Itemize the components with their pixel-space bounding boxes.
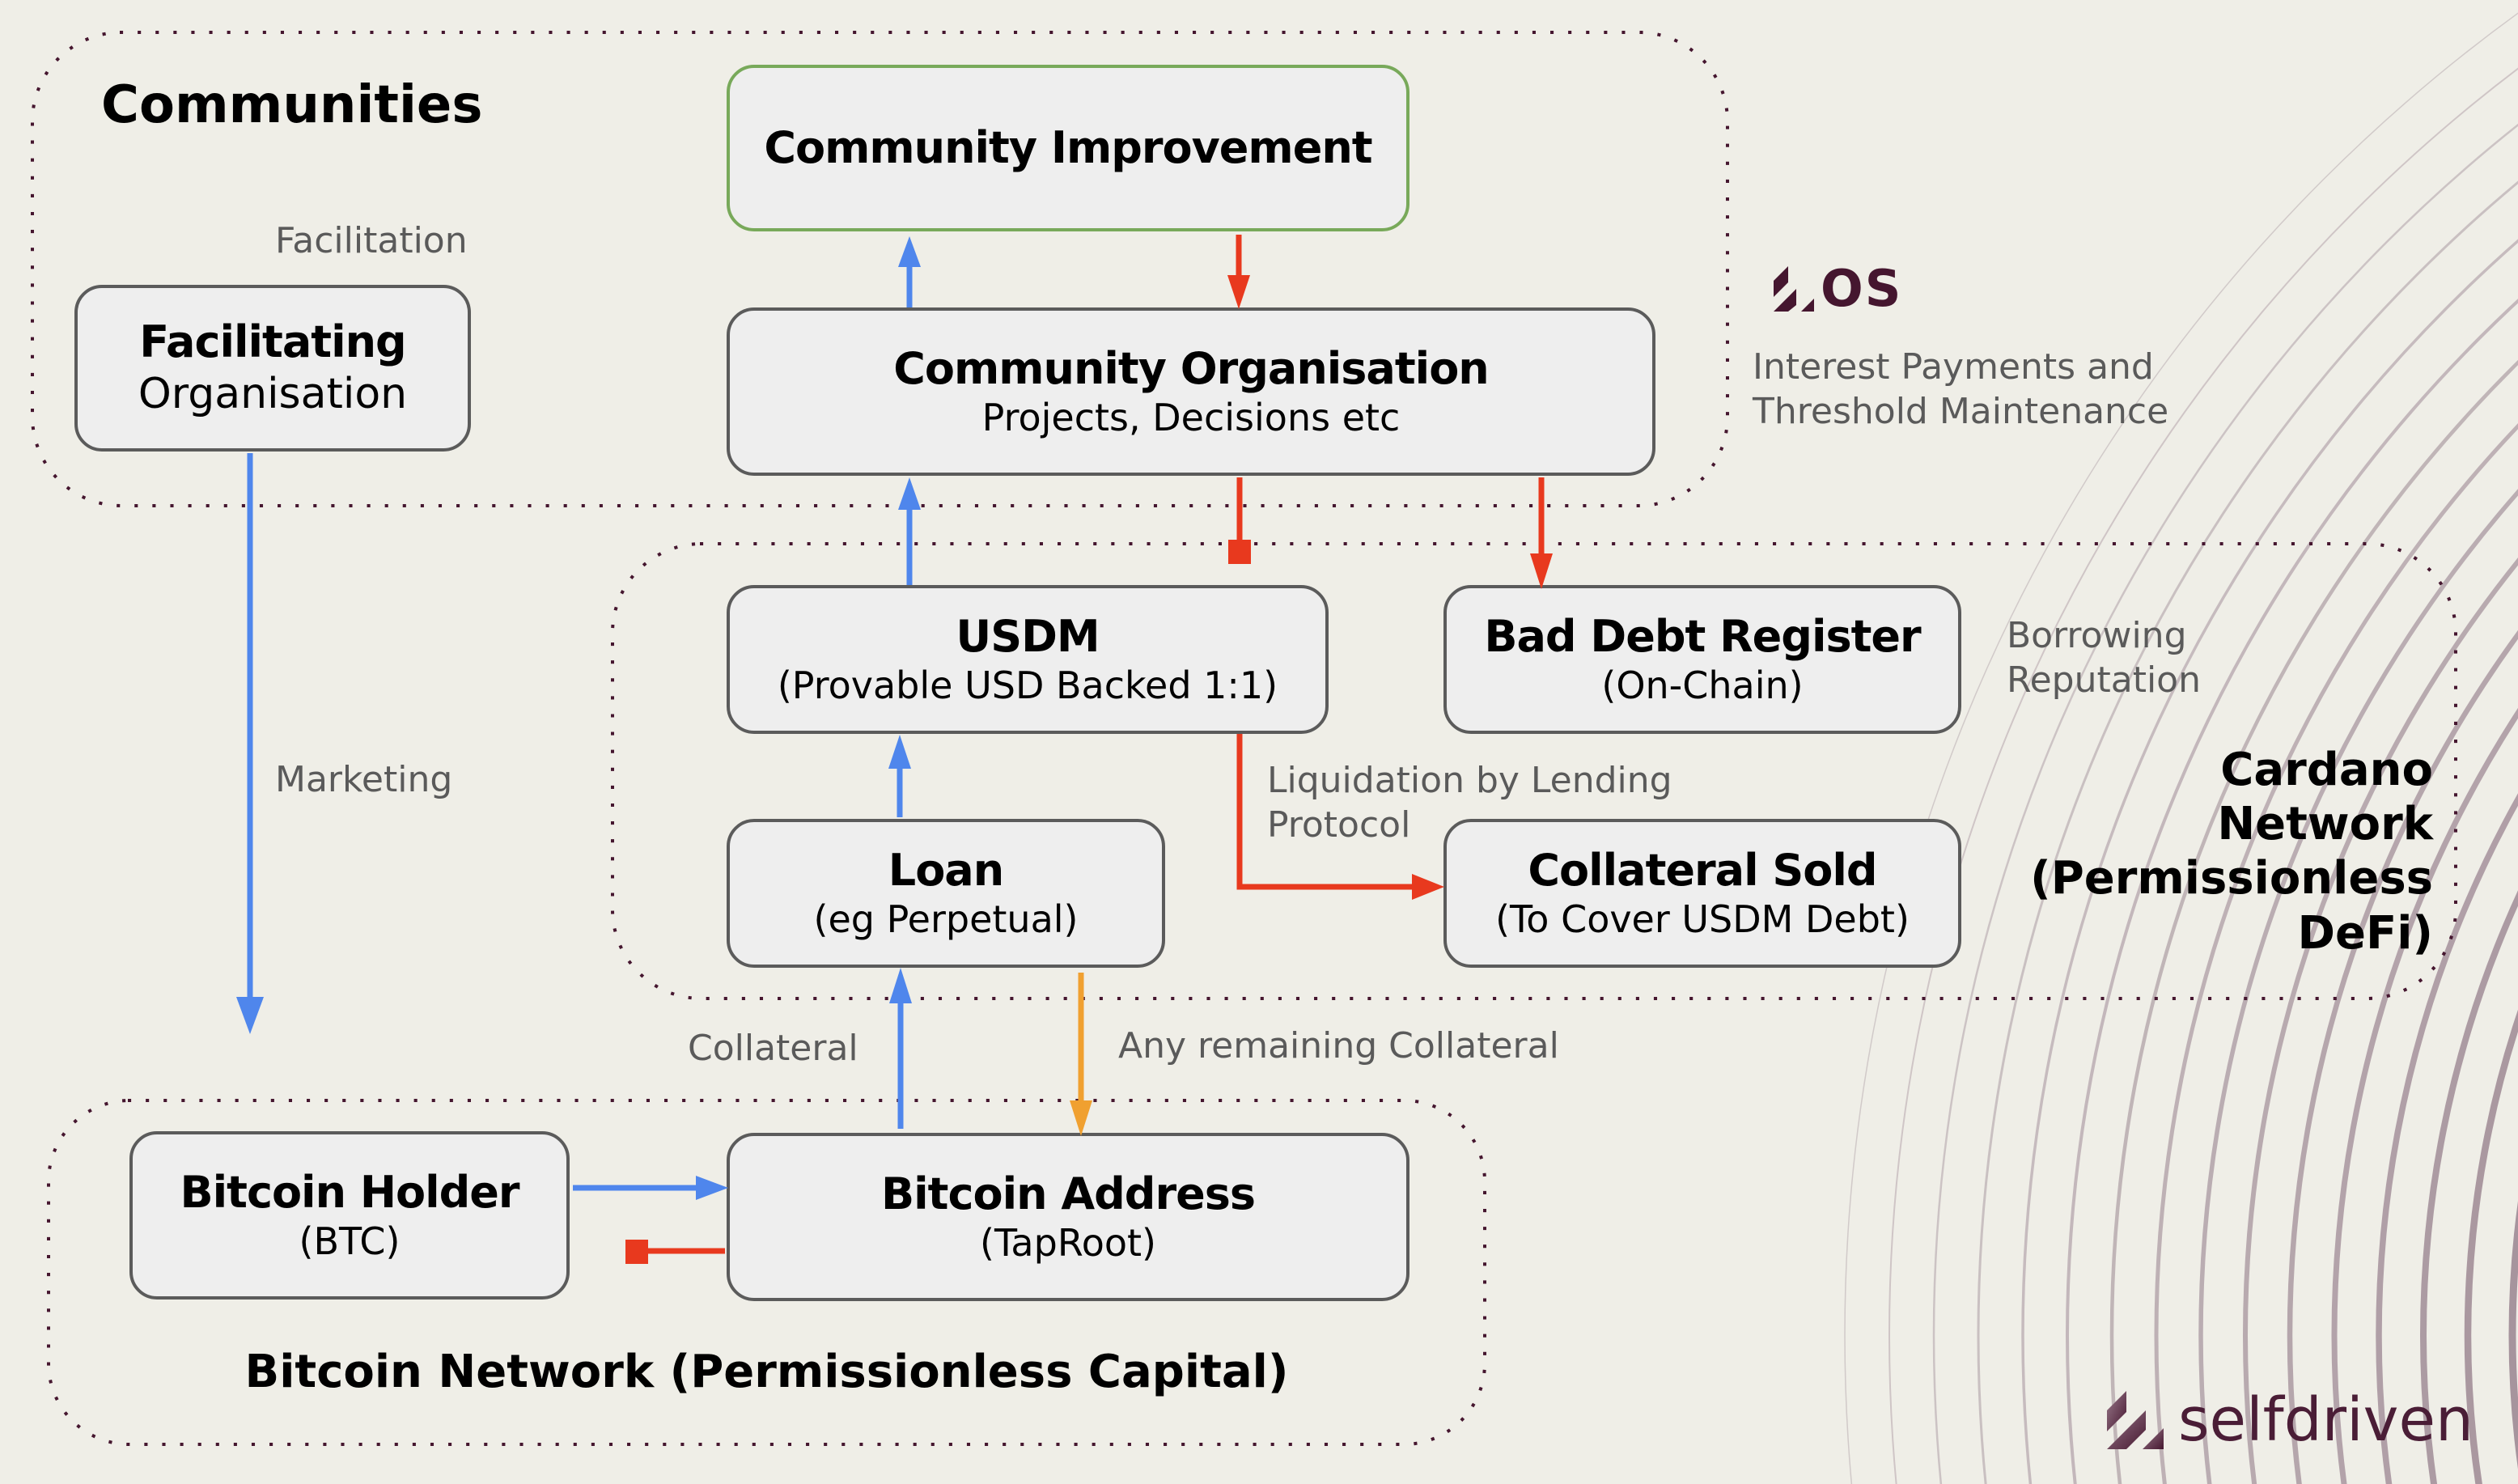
label-marketing: Marketing bbox=[275, 759, 453, 800]
label-line: Borrowing bbox=[2007, 615, 2187, 656]
node-subtitle: (To Cover USDM Debt) bbox=[1495, 897, 1910, 941]
node-community-organisation[interactable]: Community Organisation Projects, Decisio… bbox=[727, 307, 1655, 476]
arrow-org-to-usdm-payment bbox=[1228, 477, 1251, 564]
node-subtitle: (On-Chain) bbox=[1601, 663, 1804, 707]
arrow-marketing bbox=[236, 453, 264, 1034]
background-arc bbox=[2508, 1202, 2518, 1468]
selfdriven-mark-icon bbox=[2107, 1391, 2164, 1449]
cardano-group-title: Cardano Network (Permissionless DeFi) bbox=[2030, 743, 2433, 960]
label-any-remaining-collateral: Any remaining Collateral bbox=[1118, 1025, 1559, 1066]
label-line: Threshold Maintenance bbox=[1753, 391, 2169, 432]
node-title: Facilitating bbox=[139, 316, 406, 368]
selfdriven-mark-icon bbox=[1774, 265, 1814, 312]
label-collateral: Collateral bbox=[688, 1028, 858, 1069]
node-title: Bad Debt Register bbox=[1484, 611, 1921, 662]
label-liquidation: Liquidation by Lending Protocol bbox=[1267, 758, 1672, 847]
bitcoin-group-border bbox=[47, 1099, 1486, 1446]
label-line: Interest Payments and bbox=[1753, 346, 2154, 388]
background-arc bbox=[2243, 558, 2518, 1484]
node-facilitating-organisation[interactable]: Facilitating Organisation bbox=[74, 285, 471, 452]
background-arc bbox=[2420, 891, 2518, 1484]
label-facilitation: Facilitation bbox=[275, 220, 468, 261]
background-arc bbox=[2110, 360, 2518, 1484]
label-borrowing-reputation: Borrowing Reputation bbox=[2007, 613, 2201, 702]
node-bitcoin-address[interactable]: Bitcoin Address (TapRoot) bbox=[727, 1133, 1409, 1301]
cardano-title-line: DeFi) bbox=[2297, 906, 2433, 960]
arrow-holder-to-address bbox=[573, 1176, 728, 1200]
background-arc bbox=[1978, 181, 2518, 1484]
background-arc bbox=[1933, 124, 2518, 1484]
background-arc bbox=[2376, 793, 2518, 1484]
node-usdm[interactable]: USDM (Provable USD Backed 1:1) bbox=[727, 585, 1329, 734]
background-arc bbox=[1888, 68, 2518, 1484]
node-title: Loan bbox=[888, 845, 1004, 896]
cardano-title-line: Cardano bbox=[2220, 744, 2433, 796]
cardano-title-line: (Permissionless bbox=[2030, 852, 2433, 905]
communities-group-border bbox=[31, 31, 1729, 507]
node-title: Collateral Sold bbox=[1528, 845, 1877, 896]
cardano-title-line: Network bbox=[2217, 798, 2433, 851]
node-title: Bitcoin Address bbox=[881, 1168, 1256, 1219]
node-community-improvement[interactable]: Community Improvement bbox=[727, 65, 1409, 231]
arrow-loan-to-usdm bbox=[888, 735, 911, 817]
node-title: Bitcoin Holder bbox=[180, 1167, 519, 1218]
node-subtitle: (TapRoot) bbox=[980, 1220, 1156, 1265]
communities-group-title: Communities bbox=[101, 75, 483, 135]
label-line: Reputation bbox=[2007, 659, 2201, 701]
node-title: Community Organisation bbox=[893, 343, 1490, 394]
label-line: Liquidation by Lending bbox=[1267, 760, 1672, 801]
os-logo: OS bbox=[1772, 259, 1902, 318]
arrow-usdm-to-org bbox=[898, 477, 921, 585]
arrow-remaining-collateral bbox=[1070, 973, 1092, 1136]
node-loan[interactable]: Loan (eg Perpetual) bbox=[727, 819, 1165, 968]
background-arc bbox=[1844, 12, 2518, 1484]
arrow-org-to-improvement bbox=[898, 236, 921, 307]
node-bitcoin-holder[interactable]: Bitcoin Holder (BTC) bbox=[129, 1131, 570, 1300]
selfdriven-logo: selfdriven bbox=[2105, 1385, 2473, 1455]
background-arc bbox=[2066, 299, 2518, 1484]
node-collateral-sold[interactable]: Collateral Sold (To Cover USDM Debt) bbox=[1443, 819, 1961, 968]
arrow-improvement-to-org bbox=[1227, 235, 1250, 309]
background-arc bbox=[2465, 1010, 2518, 1484]
node-title: USDM bbox=[956, 611, 1100, 662]
arrow-address-to-holder bbox=[625, 1240, 725, 1264]
background-arc bbox=[2154, 423, 2518, 1484]
node-subtitle: Organisation bbox=[138, 370, 408, 419]
node-subtitle: (Provable USD Backed 1:1) bbox=[777, 663, 1278, 707]
node-subtitle: (BTC) bbox=[299, 1219, 401, 1263]
background-arc bbox=[2021, 239, 2518, 1484]
label-interest-payments: Interest Payments and Threshold Maintena… bbox=[1753, 345, 2168, 434]
node-bad-debt-register[interactable]: Bad Debt Register (On-Chain) bbox=[1443, 585, 1961, 734]
label-line: Protocol bbox=[1267, 804, 1411, 846]
node-subtitle: Projects, Decisions etc bbox=[981, 395, 1401, 439]
arrow-org-to-bad-debt bbox=[1530, 477, 1553, 589]
bitcoin-group-title: Bitcoin Network (Permissionless Capital) bbox=[244, 1346, 1289, 1398]
background-arc bbox=[2331, 708, 2518, 1484]
arrow-collateral bbox=[889, 968, 912, 1129]
arrow-liquidation bbox=[1236, 734, 1444, 900]
background-arc bbox=[2198, 489, 2518, 1484]
os-logo-text: OS bbox=[1821, 259, 1903, 318]
node-subtitle: (eg Perpetual) bbox=[813, 897, 1079, 941]
selfdriven-logo-text: selfdriven bbox=[2178, 1385, 2473, 1455]
node-title: Community Improvement bbox=[764, 121, 1372, 173]
background-arc bbox=[2287, 630, 2518, 1484]
